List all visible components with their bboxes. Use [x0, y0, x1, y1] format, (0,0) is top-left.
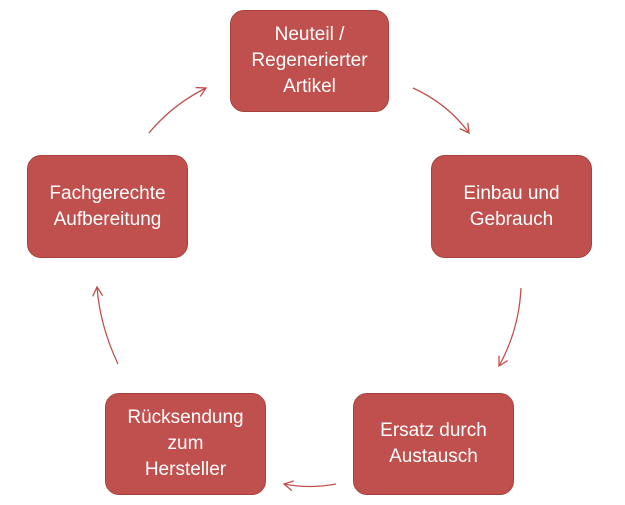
- node-replacement: Ersatz durch Austausch: [353, 393, 514, 495]
- node-installation-label: Einbau und Gebrauch: [463, 182, 560, 230]
- arrow-new-item-to-installation: [412, 87, 470, 135]
- node-return: Rücksendung zum Hersteller: [105, 393, 266, 495]
- node-installation: Einbau und Gebrauch: [431, 155, 592, 258]
- arrow-installation-to-replacement: [498, 287, 522, 368]
- arrow-return-to-reprocessing: [92, 285, 119, 365]
- node-return-label: Rücksendung zum Hersteller: [127, 407, 244, 480]
- node-reprocessing-label: Fachgerechte Aufbereitung: [49, 182, 166, 230]
- node-reprocessing: Fachgerechte Aufbereitung: [27, 155, 188, 258]
- arrow-replacement-to-return: [282, 480, 337, 492]
- node-replacement-label: Ersatz durch Austausch: [380, 420, 487, 467]
- node-new-item-label: Neuteil / Regenerierter Artikel: [251, 24, 368, 97]
- node-new-item: Neuteil / Regenerierter Artikel: [230, 10, 389, 112]
- arrow-reprocessing-to-new-item: [148, 86, 208, 134]
